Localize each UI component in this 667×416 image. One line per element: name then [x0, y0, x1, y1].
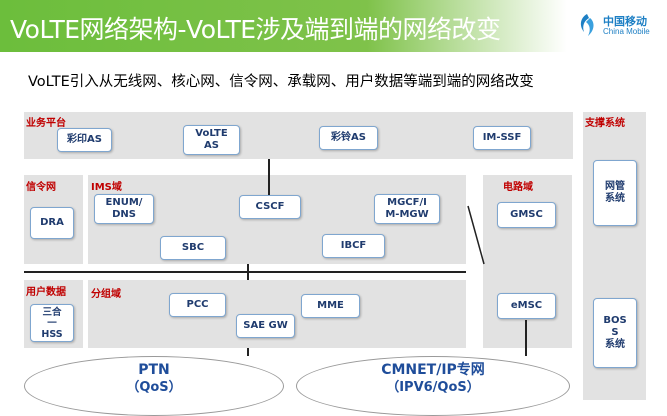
ibcf-node[interactable]: IBCF [322, 234, 385, 258]
subtitle: VoLTE引入从无线网、核心网、信令网、承载网、用户数据等端到端的网络改变 [28, 74, 534, 90]
dra-node[interactable]: DRA [30, 207, 74, 239]
title-bar [0, 0, 667, 52]
ptn-qos: （QoS） [126, 380, 182, 395]
connector-gmsc-emsc-diagonal [467, 205, 485, 265]
im-ssf-node[interactable]: IM-SSF [473, 126, 531, 150]
cmnet-bearer-ellipse: CMNET/IP专网 （IPV6/QoS） [296, 356, 570, 416]
emsc-node[interactable]: eMSC [497, 293, 556, 319]
boss-node[interactable]: BOS S 系统 [593, 298, 637, 368]
ims-label: IMS域 [91, 182, 122, 193]
support-system-label: 支撑系统 [585, 118, 625, 129]
connector-signaling-ims [24, 271, 466, 273]
cscf-node[interactable]: CSCF [239, 195, 301, 219]
connector-emsc-bearer [525, 320, 527, 356]
sbc-node[interactable]: SBC [160, 236, 226, 260]
page-title: VoLTE网络架构-VoLTE涉及端到端的网络改变 [10, 15, 501, 44]
color-ring-as-node[interactable]: 彩铃AS [319, 126, 378, 150]
packet-label: 分组域 [91, 289, 121, 300]
enum-dns-node[interactable]: ENUM/ DNS [94, 194, 154, 224]
logo-text-en: China Mobile [603, 27, 650, 36]
connector-packet-bearer [247, 348, 249, 356]
cmnet-qos: （IPV6/QoS） [386, 380, 480, 395]
circuit-label: 电路域 [503, 182, 533, 193]
ptn-name: PTN [138, 362, 170, 378]
circuit-panel [483, 175, 572, 348]
pcc-node[interactable]: PCC [169, 293, 226, 317]
mgcf-im-mgw-node[interactable]: MGCF/I M-MGW [374, 194, 440, 224]
logo-text-cn: 中国移动 [603, 15, 647, 28]
service-platform-label: 业务平台 [26, 118, 66, 129]
hss-node[interactable]: 三合 一 HSS [30, 304, 74, 342]
sae-gw-node[interactable]: SAE GW [236, 314, 295, 338]
nms-node[interactable]: 网管 系统 [593, 160, 637, 226]
ptn-bearer-ellipse: PTN （QoS） [24, 356, 284, 416]
signaling-label: 信令网 [26, 182, 56, 193]
color-print-as-node[interactable]: 彩印AS [57, 128, 112, 152]
cmnet-name: CMNET/IP专网 [381, 362, 485, 378]
volte-as-node[interactable]: VoLTE AS [183, 125, 240, 155]
mme-node[interactable]: MME [301, 294, 360, 318]
china-mobile-logo-icon [580, 14, 594, 36]
connector-volte-cscf [268, 159, 270, 195]
gmsc-node[interactable]: GMSC [497, 202, 556, 228]
user-data-label: 用户数据 [26, 287, 66, 298]
